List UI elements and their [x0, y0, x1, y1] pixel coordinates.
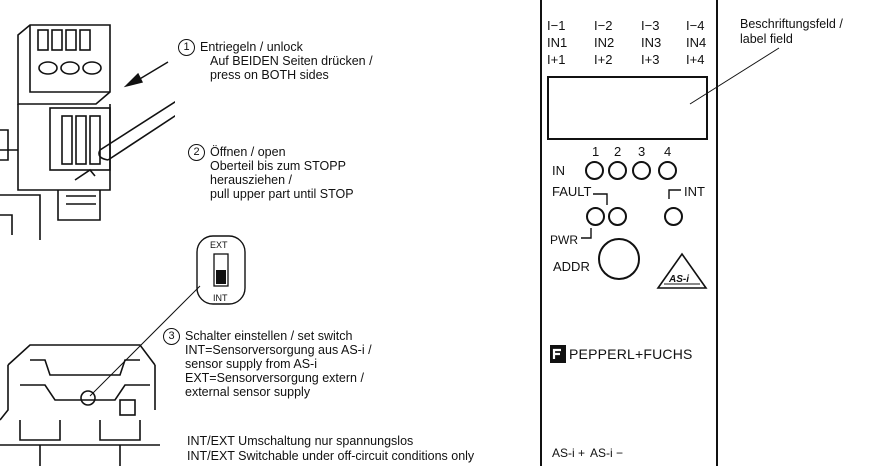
step-3-title: Schalter einstellen / set switch	[185, 329, 353, 343]
io-label-in1: IN1	[547, 35, 568, 50]
step-1-number: 1	[178, 39, 195, 56]
note-de: INT/EXT Umschaltung nur spannungslos	[187, 434, 414, 448]
switch-detail	[196, 235, 246, 305]
brand-logo-icon	[550, 345, 566, 363]
as-i-minus-label: AS-i −	[590, 446, 624, 460]
step-2-number: 2	[188, 144, 205, 161]
io-label-4-minus: I−4	[686, 18, 705, 33]
addr-label: ADDR	[553, 259, 590, 274]
brand-name: PEPPERL+FUCHS	[569, 346, 693, 362]
as-i-logo-text: AS-i	[668, 274, 689, 285]
led-in-1	[585, 161, 604, 180]
led-in-4	[658, 161, 677, 180]
led-fault	[586, 207, 605, 226]
as-i-logo: AS-i	[656, 252, 708, 289]
connector-illustration	[0, 24, 175, 240]
io-label-2-plus: I+2	[594, 52, 613, 67]
step-2-line-1: Oberteil bis zum STOPP	[210, 159, 346, 173]
int-label: INT	[684, 184, 705, 199]
led-in-2	[608, 161, 627, 180]
led-pwr	[608, 207, 627, 226]
label-field-caption-en: label field	[740, 32, 793, 46]
module-front-panel	[540, 0, 718, 466]
as-i-plus-label: AS-i +	[552, 446, 586, 460]
addressing-socket[interactable]	[598, 238, 640, 280]
led-in-3	[632, 161, 651, 180]
led-number-4: 4	[664, 144, 672, 159]
io-label-1-minus: I−1	[547, 18, 566, 33]
housing-illustration	[0, 344, 160, 466]
io-label-3-plus: I+3	[641, 52, 660, 67]
io-label-in4: IN4	[686, 35, 707, 50]
step-3-line-2: sensor supply from AS-i	[185, 357, 317, 371]
pwr-label: PWR	[550, 233, 578, 247]
step-1-line-de: Auf BEIDEN Seiten drücken /	[210, 54, 373, 68]
step-2-line-2: herausziehen /	[210, 173, 293, 187]
panel-brackets	[581, 189, 681, 239]
note-en: INT/EXT Switchable under off-circuit con…	[187, 449, 475, 463]
step-3-line-3: EXT=Sensorversorgung extern /	[185, 371, 364, 385]
led-int	[664, 207, 683, 226]
io-label-3-minus: I−3	[641, 18, 660, 33]
step-3-line-4: external sensor supply	[185, 385, 311, 399]
in-label: IN	[552, 163, 565, 178]
label-field-box	[547, 76, 708, 140]
io-label-2-minus: I−2	[594, 18, 613, 33]
step-2-line-3: pull upper part until STOP	[210, 187, 354, 201]
led-number-3: 3	[638, 144, 646, 159]
step-3-number: 3	[163, 328, 180, 345]
fault-label: FAULT	[552, 184, 592, 199]
io-label-in3: IN3	[641, 35, 662, 50]
step-2-title: Öffnen / open	[210, 145, 286, 159]
led-number-1: 1	[592, 144, 600, 159]
step-1-title: Entriegeln / unlock	[200, 40, 303, 54]
step-3-line-1: INT=Sensorversorgung aus AS-i /	[185, 343, 372, 357]
io-label-1-plus: I+1	[547, 52, 566, 67]
switch-ext-label: EXT	[210, 240, 228, 250]
led-number-2: 2	[614, 144, 622, 159]
io-label-4-plus: I+4	[686, 52, 705, 67]
switch-int-label: INT	[213, 293, 228, 303]
io-label-in2: IN2	[594, 35, 615, 50]
label-field-caption-de: Beschriftungsfeld /	[740, 17, 843, 31]
step-1-line-en: press on BOTH sides	[210, 68, 329, 82]
